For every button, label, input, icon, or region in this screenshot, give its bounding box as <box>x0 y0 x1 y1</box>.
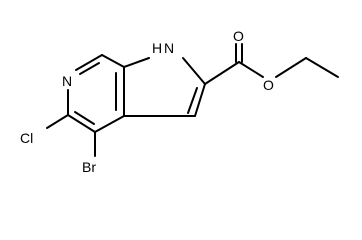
ester-oxygen-label: O <box>263 77 274 93</box>
carbonyl-oxygen-label: O <box>233 28 244 44</box>
bond-ch2-ch3 <box>305 57 339 78</box>
pyrrole-nh-h-label: H <box>152 40 162 56</box>
chemical-structure: N H N O O Cl Br <box>20 28 339 175</box>
bond-c2-carbonyl <box>204 61 240 85</box>
bond-c2-c3 <box>194 83 206 117</box>
pyrrole-ring <box>123 57 206 117</box>
bond-c5-c4-inner <box>74 111 95 125</box>
bond-carbonyl-ester-o <box>238 61 264 78</box>
pyrrole-n-label: N <box>164 40 174 56</box>
ring-nitrogen-label: N <box>62 73 72 89</box>
bond-c5-c4 <box>67 114 96 133</box>
bond-c2-c3-inner <box>187 87 198 114</box>
bond-c7-n6-double <box>75 54 103 71</box>
bond-c5-cl <box>46 114 69 129</box>
bond-c4-c3a <box>94 115 125 133</box>
pyridine-ring <box>67 54 125 133</box>
halogen-bonds <box>46 114 96 157</box>
bromine-label: Br <box>82 159 96 175</box>
bond-c7-n6-inner <box>79 62 100 75</box>
bond-c7a-n1 <box>123 57 150 68</box>
ester-group <box>204 43 339 85</box>
chlorine-label: Cl <box>20 130 33 146</box>
bond-c7a-c7 <box>101 54 125 68</box>
bond-n1-c2 <box>182 57 206 85</box>
bond-ester-o-ch2 <box>275 57 307 78</box>
